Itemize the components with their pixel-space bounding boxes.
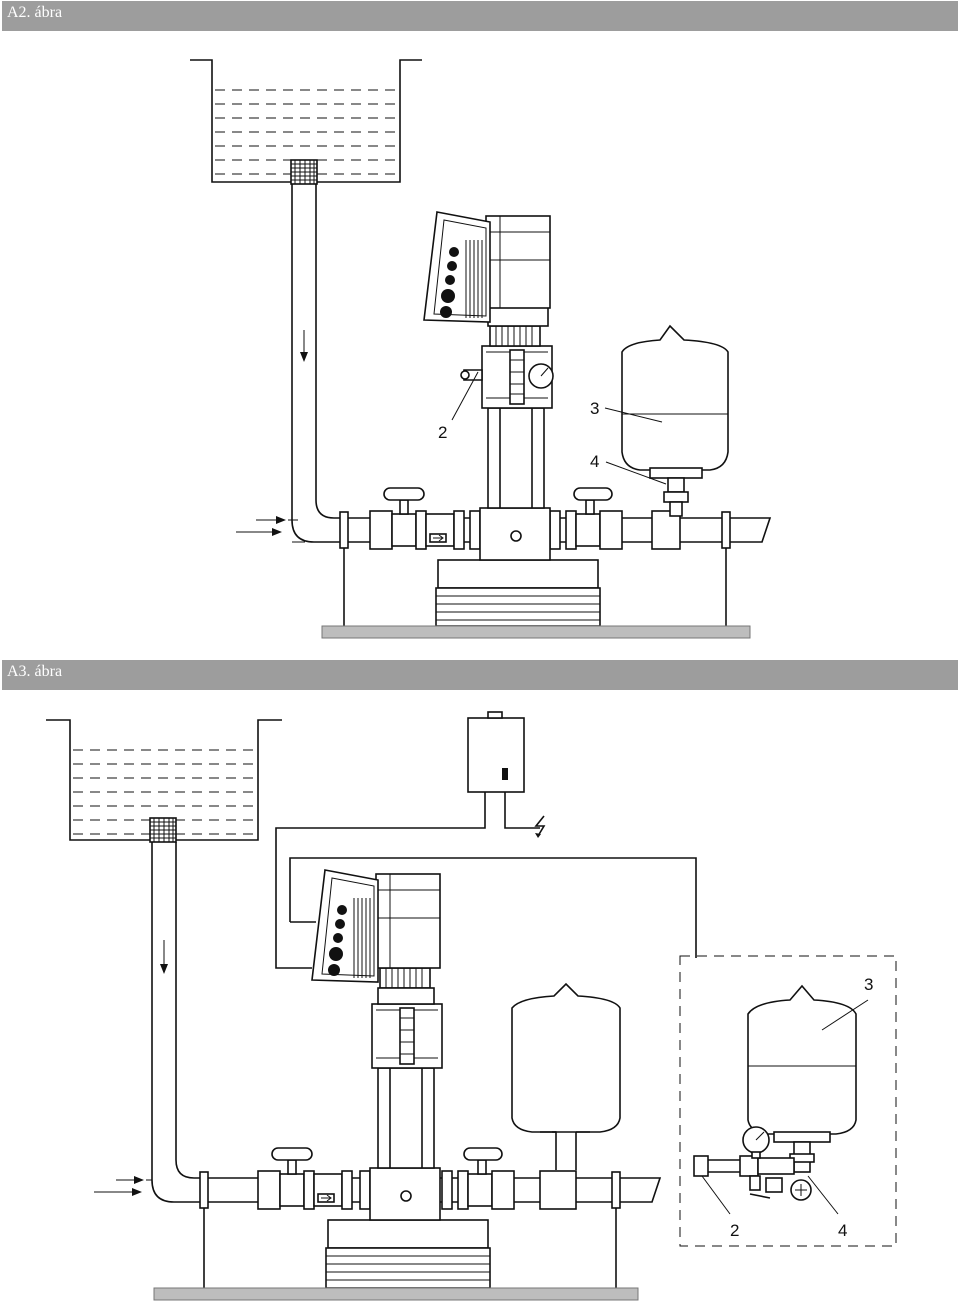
flow-arrow-icon — [429, 533, 447, 543]
lightning-icon — [534, 815, 546, 838]
floor — [321, 625, 751, 639]
pressure-gauge-icon — [528, 363, 554, 389]
pump-unit — [325, 1003, 491, 1289]
figure-title-band: A2. ábra — [2, 1, 958, 31]
flow-arrow-icon — [317, 1193, 335, 1203]
arrow-right-icon — [236, 516, 305, 543]
valve-assembly-detail — [693, 1155, 812, 1201]
switch-box — [467, 711, 525, 793]
suction-pipe — [291, 184, 345, 543]
shutoff-valve-outlet — [463, 1147, 503, 1175]
figure-title: A2. ábra — [7, 4, 63, 21]
discharge-pipe — [339, 510, 772, 550]
arrow-right-icon — [94, 1176, 152, 1196]
pressure-vessel — [621, 324, 729, 517]
arrow-down-icon — [300, 330, 308, 362]
installation-diagram-a2: 2 3 4 — [190, 59, 772, 639]
signal-cable — [275, 792, 697, 969]
callout-label: 3 — [590, 399, 599, 418]
callout-label: 2 — [730, 1221, 739, 1240]
callout-label: 2 — [438, 423, 447, 442]
callout-label: 4 — [838, 1221, 847, 1240]
suction-pipe — [151, 842, 205, 1203]
arrow-down-icon — [160, 940, 168, 974]
callout-label: 4 — [590, 452, 599, 471]
pump-motor — [485, 215, 551, 347]
shutoff-valve-outlet — [573, 487, 613, 515]
figure-title-band: A3. ábra — [2, 660, 958, 690]
control-box — [311, 869, 379, 983]
suction-strainer — [290, 159, 318, 185]
pump-unit — [435, 345, 601, 627]
shutoff-valve-inlet — [383, 487, 425, 515]
floor — [153, 1287, 639, 1301]
detail-frame — [679, 955, 897, 1247]
figure-title: A3. ábra — [7, 663, 63, 680]
callout-label: 3 — [864, 975, 873, 994]
discharge-pipe — [199, 1170, 662, 1210]
suction-strainer — [149, 817, 177, 843]
installation-diagram-a3: 3 2 4 — [46, 711, 897, 1301]
pressure-gauge-icon — [742, 1126, 770, 1159]
control-box — [423, 211, 491, 323]
shutoff-valve-inlet — [271, 1147, 313, 1175]
pump-motor — [375, 873, 441, 1005]
pressure-vessel-detail — [747, 984, 857, 1173]
pressure-vessel — [511, 982, 621, 1170]
